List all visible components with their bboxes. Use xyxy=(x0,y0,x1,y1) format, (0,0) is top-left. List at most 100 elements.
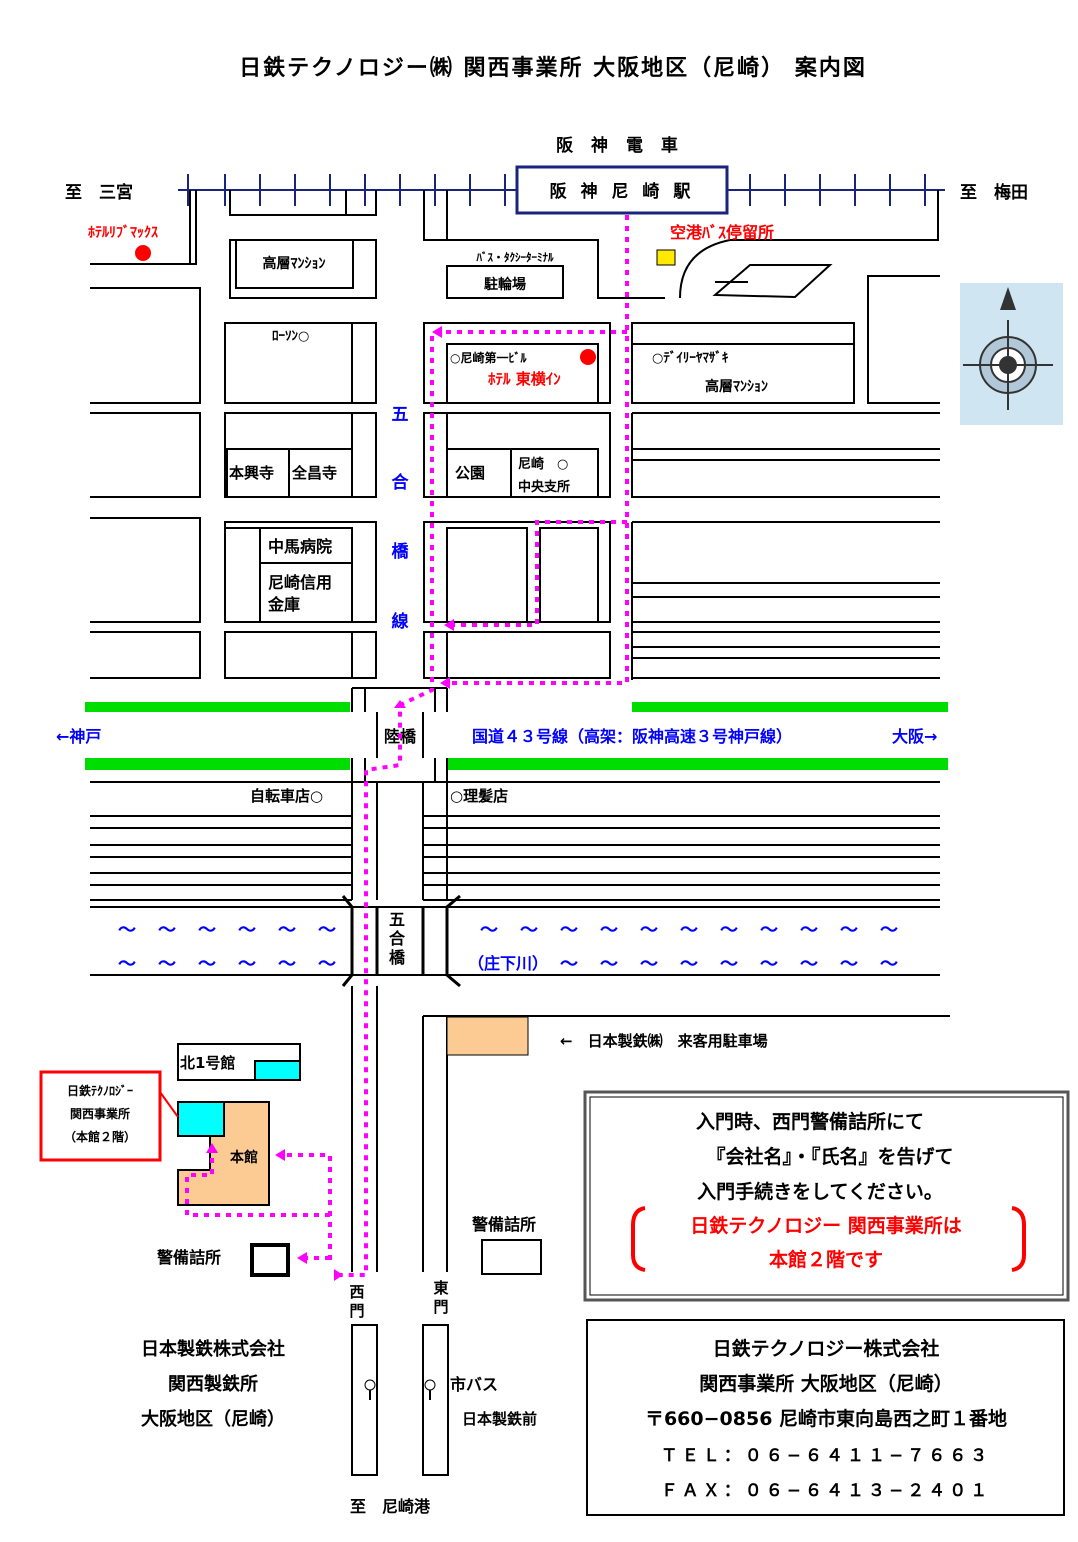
river-wave: ～ xyxy=(760,920,778,941)
west-gate-char: 西 xyxy=(349,1283,364,1301)
to-port-label: 至 尼崎港 xyxy=(350,1497,431,1516)
river-wave: ～ xyxy=(720,954,738,975)
label-bicycle-shop: 自転車店○ xyxy=(250,787,323,805)
river-wave: ～ xyxy=(158,920,176,941)
river-wave: ～ xyxy=(118,954,136,975)
company-line: 大阪地区（尼崎） xyxy=(141,1408,285,1430)
river-wave: ～ xyxy=(760,954,778,975)
line-label-char: 橋 xyxy=(392,541,410,562)
contact-tel: ＴＥＬ：０６−６４１１−７６６３ xyxy=(661,1446,992,1466)
notice-box xyxy=(583,1090,1070,1302)
west-guard-post xyxy=(250,1243,290,1277)
river-wave: ～ xyxy=(800,920,818,941)
river-wave: ～ xyxy=(680,954,698,975)
east-gate-char: 東 xyxy=(433,1279,448,1297)
west-gate-char: 門 xyxy=(349,1302,364,1320)
hotel-toyoko-marker xyxy=(580,349,596,365)
river-wave: ～ xyxy=(680,920,698,941)
label-airport-bus: 空港ﾊﾞｽ停留所 xyxy=(670,223,774,242)
line-label-char: 合 xyxy=(392,472,410,493)
main-building-label: 本館 xyxy=(230,1149,258,1166)
label-branch-1: 尼崎 ○ xyxy=(518,456,568,472)
contact-address: 〒660−0856 尼崎市東向島西之町１番地 xyxy=(645,1407,1007,1430)
label-hotel-toyoko: ﾎﾃﾙ 東横ｲﾝ xyxy=(488,370,561,388)
label-branch-2: 中央支所 xyxy=(518,479,570,495)
river-wave: ～ xyxy=(600,954,618,975)
east-guard-label: 警備詰所 xyxy=(471,1215,536,1234)
river-wave: ～ xyxy=(318,920,336,941)
hotel-ribmax-marker xyxy=(135,245,151,261)
river-wave: ～ xyxy=(278,920,296,941)
label-lawson: ﾛｰｿﾝ○ xyxy=(272,329,309,344)
railway-name: 阪 神 電 車 xyxy=(556,135,684,156)
river-wave: ～ xyxy=(118,920,136,941)
highway-name: 国道４３号線（高架：阪神高速３号神戸線） xyxy=(472,727,792,746)
notice-highlight: 日鉄テクノロジー 関西事業所は xyxy=(690,1214,961,1237)
river-name: （庄下川） xyxy=(468,954,548,973)
label-amagasaki-bldg: ○尼崎第一ﾋﾞﾙ xyxy=(450,350,527,365)
label-zenshoji: 全昌寺 xyxy=(291,464,337,482)
line-label-char: 五 xyxy=(392,405,409,425)
river-wave: ～ xyxy=(840,920,858,941)
highway-west: ←神戸 xyxy=(56,727,101,746)
label-barber: ○理髪店 xyxy=(450,787,508,805)
contact-office: 関西事業所 大阪地区（尼崎） xyxy=(699,1372,953,1395)
contact-company: 日鉄テクノロジー株式会社 xyxy=(713,1337,940,1360)
rail-to-west: 至 三宮 xyxy=(65,182,133,203)
river-wave: ～ xyxy=(278,954,296,975)
west-guard-label: 警備詰所 xyxy=(156,1248,221,1267)
station-name: 阪 神 尼 崎 駅 xyxy=(550,181,695,202)
river-wave: ～ xyxy=(480,920,498,941)
station-box xyxy=(515,165,729,215)
bus-stop-line-1: 市バス xyxy=(450,1375,498,1394)
river-wave: ～ xyxy=(238,954,256,975)
river-wave: ～ xyxy=(238,920,256,941)
label-honkoji: 本興寺 xyxy=(229,464,274,482)
river-wave: ～ xyxy=(560,920,578,941)
notice-highlight: 本館２階です xyxy=(769,1248,883,1271)
bridge-label-char: 合 xyxy=(389,929,406,948)
rail-to-east: 至 梅田 xyxy=(960,182,1028,203)
river-wave: ～ xyxy=(198,920,216,941)
company-line: 日本製鉄株式会社 xyxy=(141,1338,285,1360)
river-wave: ～ xyxy=(198,954,216,975)
east-gate-char: 門 xyxy=(433,1298,448,1316)
visitor-parking-label: ← 日本製鉄㈱ 来客用駐車場 xyxy=(560,1032,768,1050)
line-label-char: 線 xyxy=(392,611,409,632)
north-1-office xyxy=(254,1060,301,1081)
river-wave: ～ xyxy=(318,954,336,975)
river-wave: ～ xyxy=(840,954,858,975)
airport-bus-stop-marker xyxy=(656,249,676,266)
callout-line: 関西事業所 xyxy=(70,1106,130,1121)
label-hotel-ribmax: ﾎﾃﾙﾘﾌﾞﾏｯｸｽ xyxy=(88,224,158,241)
contact-box xyxy=(586,1319,1065,1516)
river-wave: ～ xyxy=(720,920,738,941)
river: ～～～～～～～～～～～～～～～～～～～～～～～～～～～～～～～～ xyxy=(90,894,940,988)
label-bicycle-parking: 駐輪場 xyxy=(484,276,526,293)
river-wave: ～ xyxy=(158,954,176,975)
city-blocks xyxy=(90,190,940,680)
bridge-label-char: 五 xyxy=(389,910,405,929)
river-wave: ～ xyxy=(520,920,538,941)
label-shinkin-1: 尼崎信用 xyxy=(268,573,332,592)
label-shinkin-2: 金庫 xyxy=(267,595,300,614)
east-guard-post xyxy=(481,1239,542,1275)
office-callout xyxy=(39,1070,162,1162)
visitor-parking xyxy=(446,1016,529,1056)
river-wave: ～ xyxy=(640,954,658,975)
river-wave: ～ xyxy=(600,920,618,941)
label-bus-terminal: ﾊﾞｽ・ﾀｸｼｰﾀｰﾐﾅﾙ xyxy=(476,250,554,264)
north-1-label: 北1号館 xyxy=(180,1054,235,1072)
lower-streets xyxy=(90,781,940,901)
callout-line: （本館２階） xyxy=(64,1129,136,1144)
notice-line: 入門時、西門警備詰所にて xyxy=(696,1110,924,1133)
plant-roads xyxy=(351,986,950,1476)
company-line: 関西製鉄所 xyxy=(168,1373,258,1395)
label-highrise-2: 高層ﾏﾝｼｮﾝ xyxy=(705,378,768,395)
label-park: 公園 xyxy=(455,464,485,482)
map-title: 日鉄テクノロジー㈱ 関西事業所 大阪地区（尼崎） 案内図 xyxy=(239,55,867,81)
river-wave: ～ xyxy=(640,920,658,941)
label-highrise-1: 高層ﾏﾝｼｮﾝ xyxy=(263,255,326,272)
label-hospital: 中馬病院 xyxy=(268,537,332,556)
